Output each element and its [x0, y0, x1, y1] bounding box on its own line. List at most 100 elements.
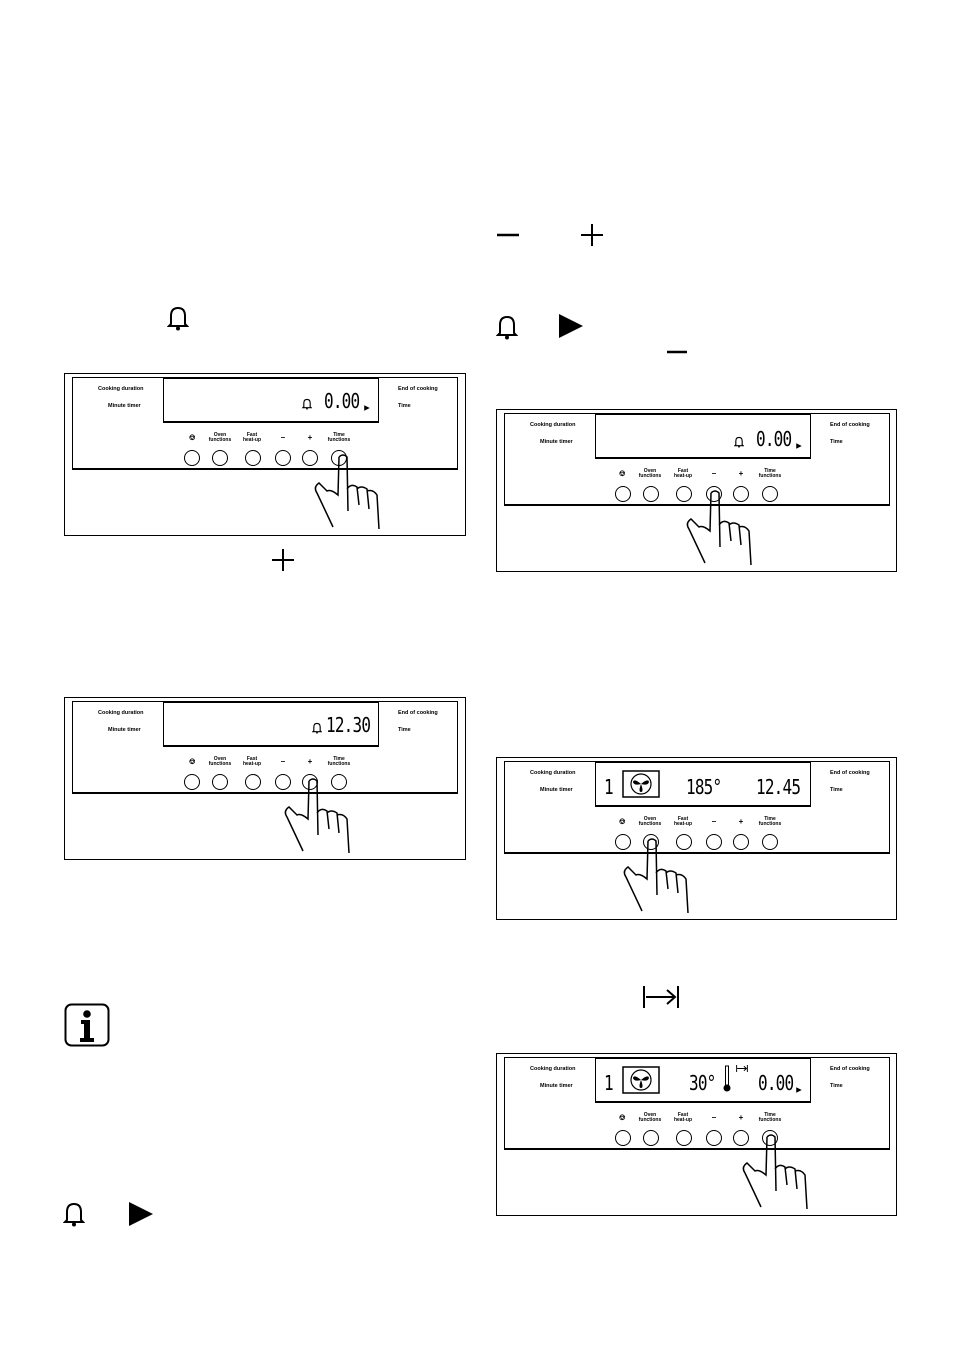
minus-button[interactable] — [706, 486, 722, 502]
info-icon — [64, 1003, 110, 1047]
time-functions-label: Time functions — [758, 816, 782, 827]
oven-functions-label: Oven functions — [638, 816, 662, 827]
minus-button[interactable] — [706, 1130, 722, 1146]
bell-icon — [312, 722, 322, 734]
time-functions-label: Time functions — [758, 468, 782, 479]
display-temperature: 185° — [686, 775, 722, 799]
minus-button[interactable] — [706, 834, 722, 850]
power-label: ⎊ — [189, 757, 196, 766]
display-time: 0.00 — [758, 1071, 794, 1095]
fast-heat-up-button[interactable] — [676, 486, 692, 502]
plus-button[interactable] — [302, 450, 318, 466]
bell-icon — [496, 314, 518, 340]
fast-heat-up-button[interactable] — [245, 450, 261, 466]
hand-icon — [675, 485, 755, 571]
cooking-duration-label: Cooking duration — [98, 386, 144, 392]
power-label: ⎊ — [619, 817, 626, 826]
play-icon — [796, 1087, 802, 1093]
display-function-number: 1 — [604, 775, 614, 799]
end-arrow-icon — [642, 984, 680, 1010]
plus-icon — [580, 223, 604, 247]
bell-icon — [734, 436, 744, 448]
end-of-cooking-label: End of cooking — [830, 770, 870, 776]
minus-label: – — [711, 1113, 717, 1122]
fast-heat-up-label: Fast heat-up — [673, 1112, 693, 1123]
plus-icon — [271, 548, 295, 572]
fast-heat-up-label: Fast heat-up — [673, 468, 693, 479]
power-button[interactable] — [184, 450, 200, 466]
bell-icon — [63, 1201, 85, 1227]
power-button[interactable] — [615, 1130, 631, 1146]
display-time: 12.30 — [326, 713, 371, 737]
play-icon — [796, 443, 802, 449]
oven-functions-label: Oven functions — [208, 432, 232, 443]
display: 12.30 — [163, 702, 379, 747]
power-label: ⎊ — [619, 1113, 626, 1122]
plus-label: + — [307, 433, 313, 442]
power-button[interactable] — [615, 834, 631, 850]
time-label: Time — [830, 439, 843, 445]
oven-functions-button[interactable] — [643, 486, 659, 502]
hand-icon — [612, 833, 692, 919]
time-functions-button[interactable] — [762, 1130, 778, 1146]
control-panel-figure-4: Cooking duration Minute timer End of coo… — [496, 757, 897, 920]
oven-functions-button[interactable] — [212, 774, 228, 790]
minute-timer-label: Minute timer — [540, 787, 573, 793]
time-label: Time — [830, 787, 843, 793]
time-functions-button[interactable] — [762, 486, 778, 502]
bell-icon — [302, 398, 312, 410]
control-panel-figure-3: Cooking duration Minute timer End of coo… — [496, 409, 897, 572]
minus-icon — [496, 223, 520, 247]
minus-button[interactable] — [275, 450, 291, 466]
power-label: ⎊ — [189, 433, 196, 442]
minus-button[interactable] — [275, 774, 291, 790]
display: 1 30° 0.00 — [595, 1058, 811, 1103]
end-of-cooking-label: End of cooking — [398, 710, 438, 716]
minus-label: – — [711, 469, 717, 478]
fan-icon — [622, 1066, 660, 1094]
plus-label: + — [307, 757, 313, 766]
time-functions-label: Time functions — [327, 432, 351, 443]
minus-icon — [666, 342, 688, 362]
cooking-duration-label: Cooking duration — [530, 770, 576, 776]
hand-icon — [303, 449, 383, 535]
oven-functions-button[interactable] — [212, 450, 228, 466]
fast-heat-up-button[interactable] — [676, 834, 692, 850]
control-panel: Cooking duration Minute timer End of coo… — [72, 377, 458, 470]
display-temperature: 30° — [689, 1071, 716, 1095]
display-time: 12.45 — [756, 775, 801, 799]
cooking-duration-label: Cooking duration — [98, 710, 144, 716]
minute-timer-label: Minute timer — [540, 1083, 573, 1089]
oven-functions-label: Oven functions — [638, 468, 662, 479]
fast-heat-up-label: Fast heat-up — [242, 756, 262, 767]
plus-button[interactable] — [733, 834, 749, 850]
control-panel: Cooking duration Minute timer End of coo… — [72, 701, 458, 794]
fast-heat-up-button[interactable] — [245, 774, 261, 790]
control-panel-figure-5: Cooking duration Minute timer End of coo… — [496, 1053, 897, 1216]
oven-functions-button[interactable] — [643, 834, 659, 850]
fast-heat-up-button[interactable] — [676, 1130, 692, 1146]
end-of-cooking-label: End of cooking — [830, 422, 870, 428]
display: 1 185° 12.45 — [595, 762, 811, 807]
plus-button[interactable] — [733, 486, 749, 502]
time-functions-button[interactable] — [762, 834, 778, 850]
end-of-cooking-label: End of cooking — [398, 386, 438, 392]
play-icon — [128, 1202, 154, 1226]
plus-label: + — [738, 1113, 744, 1122]
minute-timer-label: Minute timer — [108, 403, 141, 409]
power-button[interactable] — [184, 774, 200, 790]
control-panel-figure-2: Cooking duration Minute timer End of coo… — [64, 697, 466, 860]
time-functions-label: Time functions — [758, 1112, 782, 1123]
oven-functions-button[interactable] — [643, 1130, 659, 1146]
time-functions-button[interactable] — [331, 774, 347, 790]
power-button[interactable] — [615, 486, 631, 502]
control-panel-figure-1: Cooking duration Minute timer End of coo… — [64, 373, 466, 536]
end-arrow-icon — [736, 1064, 748, 1073]
display-function-number: 1 — [604, 1071, 614, 1095]
plus-button[interactable] — [733, 1130, 749, 1146]
minute-timer-label: Minute timer — [108, 727, 141, 733]
cooking-duration-label: Cooking duration — [530, 422, 576, 428]
control-panel: Cooking duration Minute timer End of coo… — [504, 1057, 890, 1150]
time-functions-label: Time functions — [327, 756, 351, 767]
thermometer-icon — [723, 1065, 731, 1093]
